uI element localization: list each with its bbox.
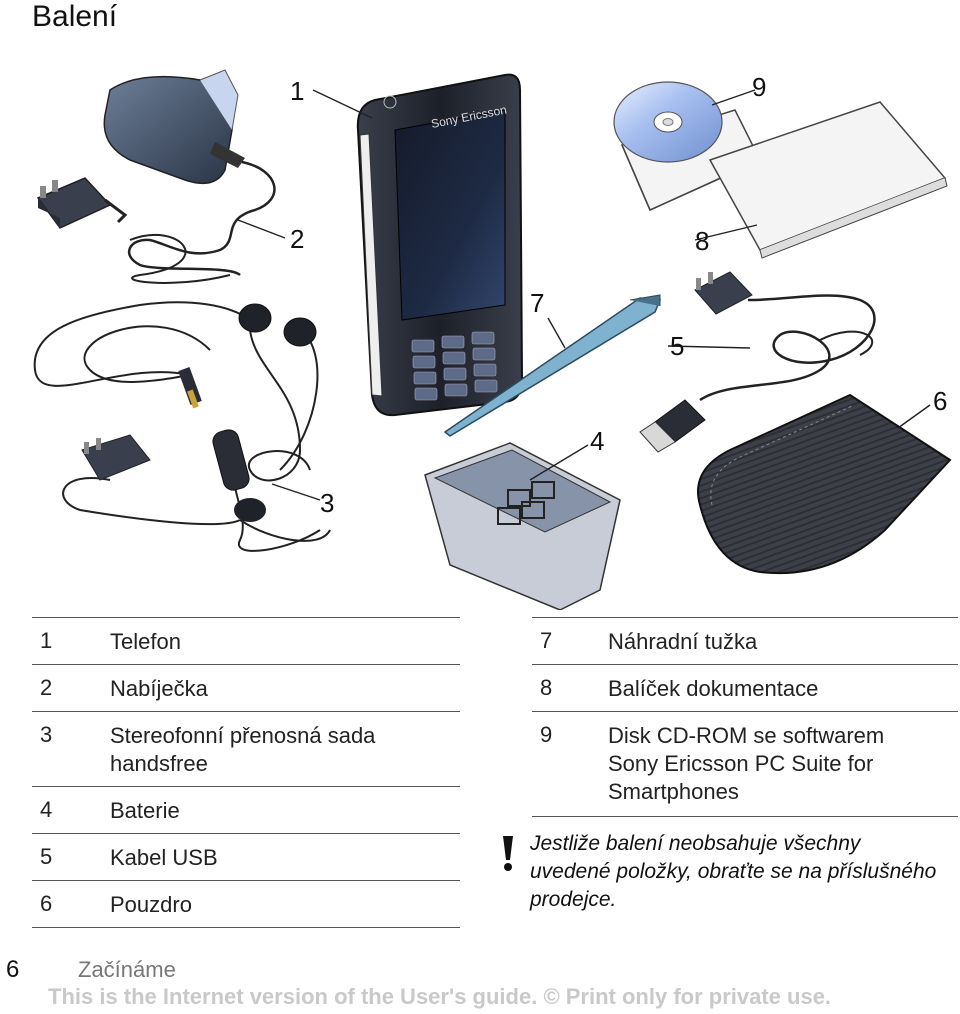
charger-illustration xyxy=(36,69,276,284)
item-number: 9 xyxy=(540,722,553,747)
exclamation-icon xyxy=(503,836,513,871)
table-row: 1 Telefon xyxy=(32,617,460,664)
documentation-illustration xyxy=(708,101,948,259)
callout-1: 1 xyxy=(290,76,304,106)
callout-4: 4 xyxy=(590,426,604,456)
callout-7: 7 xyxy=(530,288,544,318)
callout-8: 8 xyxy=(695,226,709,256)
headset-parts xyxy=(81,303,317,522)
item-label: Disk CD-ROM se softwarem Sony Ericsson P… xyxy=(608,723,885,804)
table-row: 9 Disk CD-ROM se softwarem Sony Ericsson… xyxy=(532,711,958,817)
table-row: 3 Stereofonní přenosná sada handsfree xyxy=(32,711,460,786)
callout-2: 2 xyxy=(290,224,304,254)
callout-9: 9 xyxy=(752,72,766,102)
item-label: Kabel USB xyxy=(110,845,218,870)
usb-cable-illustration xyxy=(639,271,876,453)
contents-table-right: 7 Náhradní tužka 8 Balíček dokumentace 9… xyxy=(532,617,958,817)
table-row: 5 Kabel USB xyxy=(32,833,460,880)
contents-table-left: 1 Telefon 2 Nabíječka 3 Stereofonní přen… xyxy=(32,617,460,928)
item-number: 5 xyxy=(40,844,53,869)
note-text: Jestliže balení neobsahuje všechny uvede… xyxy=(530,832,937,911)
disclaimer-text: This is the Internet version of the User… xyxy=(48,984,832,1009)
callout-6: 6 xyxy=(933,386,947,416)
item-number: 4 xyxy=(40,797,53,822)
item-number: 7 xyxy=(540,628,553,653)
phone-illustration: Sony Ericsson xyxy=(356,73,524,417)
callout-5: 5 xyxy=(670,331,684,361)
table-row: 2 Nabíječka xyxy=(32,664,460,711)
item-label: Stereofonní přenosná sada handsfree xyxy=(110,723,376,776)
item-label: Nabíječka xyxy=(110,676,208,701)
table-row: 8 Balíček dokumentace xyxy=(532,664,958,711)
page-title: Balení xyxy=(32,0,118,33)
item-number: 2 xyxy=(40,675,53,700)
battery-illustration xyxy=(424,442,621,610)
table-row: 7 Náhradní tužka xyxy=(532,617,958,664)
item-label: Telefon xyxy=(110,629,181,654)
item-number: 6 xyxy=(40,891,53,916)
item-label: Balíček dokumentace xyxy=(608,676,819,701)
table-row: 6 Pouzdro xyxy=(32,880,460,928)
callout-3: 3 xyxy=(320,488,334,518)
headset-illustration xyxy=(33,301,331,552)
page-number: 6 xyxy=(6,956,20,983)
item-number: 3 xyxy=(40,722,53,747)
case-illustration xyxy=(697,393,952,575)
stylus-illustration xyxy=(443,294,662,437)
table-row: 4 Baterie xyxy=(32,786,460,833)
item-label: Baterie xyxy=(110,798,180,823)
item-label: Náhradní tužka xyxy=(608,629,758,654)
item-label: Pouzdro xyxy=(110,892,192,917)
item-number: 8 xyxy=(540,675,553,700)
callout-lines xyxy=(237,89,931,501)
section-name: Začínáme xyxy=(78,957,176,982)
package-contents-illustration: Sony Ericsson xyxy=(33,69,952,610)
item-number: 1 xyxy=(40,628,53,653)
